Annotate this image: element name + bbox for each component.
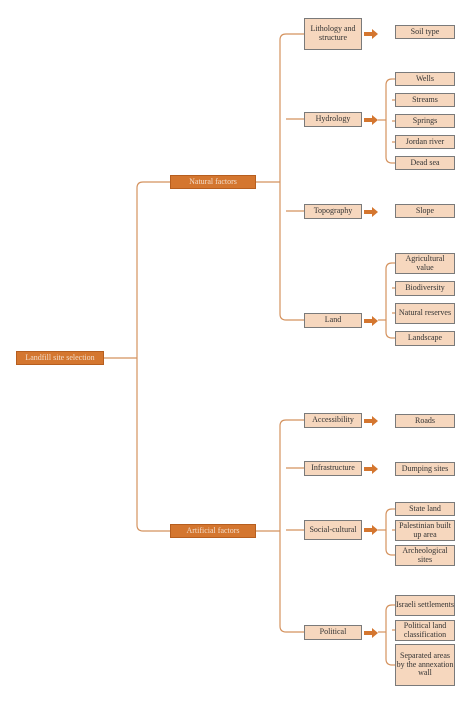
root-node: Landfill site selection [16,351,104,365]
leaf-soil-type: Soil type [395,25,455,39]
bracket-hydrology [385,78,393,164]
leaf-label: Dead sea [410,157,440,167]
factor-node-infrastructure: Infrastructure [304,461,362,476]
leaf-label: Slope [415,205,435,215]
arrow-icon [364,29,378,39]
leaf-label: Agricultural value [405,253,445,272]
leaf-jordan-river: Jordan river [395,135,455,149]
leaf-state-land: State land [395,502,455,516]
group-node-artificial: Artificial factors [170,524,256,538]
arrow-icon [364,628,378,638]
arrow-icon [364,464,378,474]
leaf-label: Dumping sites [401,463,449,473]
factor-label: Accessibility [312,415,354,425]
leaf-roads: Roads [395,414,455,428]
factor-node-political: Political [304,625,362,640]
factor-label: Hydrology [315,114,351,124]
bracket-artificial [279,419,287,633]
bracket-social [385,508,393,556]
leaf-label: Archeological sites [402,545,448,564]
arrow-icon [364,316,378,326]
leaf-dumping-sites: Dumping sites [395,462,455,476]
leaf-biodiversity: Biodiversity [395,281,455,296]
leaf-label: Natural reserves [398,308,452,318]
factor-label: Land [324,315,342,325]
leaf-label: Jordan river [405,136,445,146]
leaf-label: Streams [412,94,438,104]
leaf-israeli-settlements: Israeli settlements [395,595,455,616]
leaf-wells: Wells [395,72,455,86]
leaf-separated-areas-annexation-wall: Separated areas by the annexation wall [395,644,455,686]
leaf-label: Springs [412,115,438,125]
leaf-springs: Springs [395,114,455,128]
leaf-palestinian-built-up-area: Palestinian built up area [395,520,455,541]
factor-label: Infrastructure [311,463,355,473]
factor-label: Lithology and structure [310,24,356,42]
bracket-root [136,181,144,532]
arrow-icon [364,207,378,217]
leaf-label: State land [409,503,441,513]
factor-node-land: Land [304,313,362,328]
root-label: Landfill site selection [25,352,95,362]
leaf-dead-sea: Dead sea [395,156,455,170]
factor-label: Social-cultural [309,524,357,534]
group-label: Artificial factors [186,525,240,535]
arrow-icon [364,416,378,426]
arrow-icon [364,525,378,535]
leaf-label: Biodiversity [405,283,445,293]
leaf-landscape: Landscape [395,331,455,346]
leaf-label: Israeli settlements [396,600,454,610]
group-label: Natural factors [189,176,237,186]
leaf-label: Separated areas by the annexation wall [396,650,454,678]
leaf-political-land-classification: Political land classification [395,620,455,641]
factor-node-lithology: Lithology and structure [304,18,362,50]
factor-node-accessibility: Accessibility [304,413,362,428]
factor-label: Topography [313,206,353,216]
bracket-land [385,262,393,339]
leaf-label: Roads [415,415,435,425]
group-node-natural: Natural factors [170,175,256,189]
leaf-agricultural-value: Agricultural value [395,253,455,274]
leaf-label: Political land classification [403,620,447,639]
leaf-slope: Slope [395,204,455,218]
leaf-streams: Streams [395,93,455,107]
bracket-natural [279,33,287,321]
leaf-label: Palestinian built up area [399,520,451,539]
leaf-label: Wells [415,73,435,83]
leaf-label: Soil type [410,26,440,36]
factor-node-topography: Topography [304,204,362,219]
leaf-archeological-sites: Archeological sites [395,545,455,566]
factor-node-social-cultural: Social-cultural [304,520,362,540]
bracket-political [385,604,393,666]
arrow-icon [364,115,378,125]
leaf-natural-reserves: Natural reserves [395,303,455,324]
factor-node-hydrology: Hydrology [304,112,362,127]
leaf-label: Landscape [407,333,443,343]
factor-label: Political [319,627,347,637]
